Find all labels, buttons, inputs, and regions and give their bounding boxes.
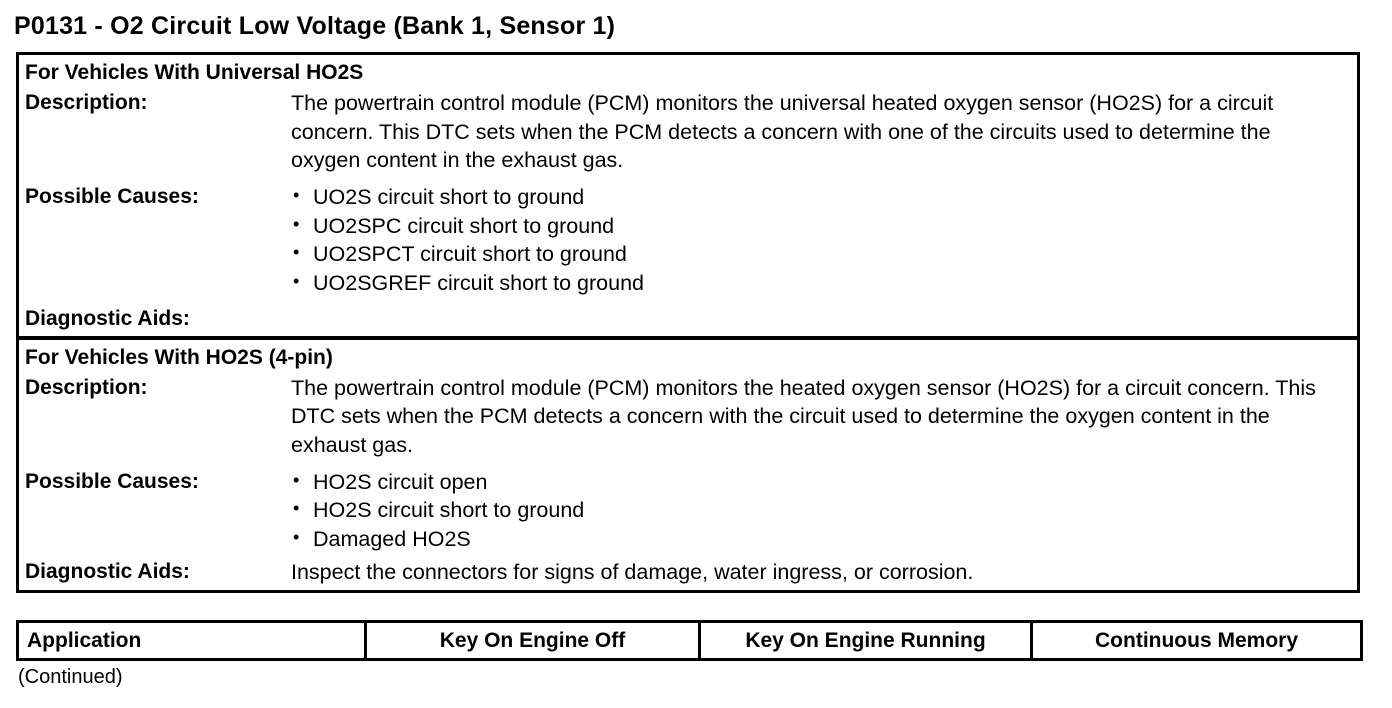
diagnostic-aids-content: Inspect the connectors for signs of dama… xyxy=(291,558,1357,587)
bullet-icon: • xyxy=(293,498,300,519)
diagnostic-aids-label: Diagnostic Aids: xyxy=(25,307,190,331)
possible-causes-row: Possible Causes: • HO2S circuit open • H… xyxy=(19,468,1357,556)
column-header-continuous-memory: Continuous Memory xyxy=(1030,620,1363,661)
diagnostic-aids-row: Diagnostic Aids: Inspect the connectors … xyxy=(19,558,1357,590)
list-item-label: UO2SGREF circuit short to ground xyxy=(313,270,644,295)
list-item: • UO2SGREF circuit short to ground xyxy=(291,269,1343,298)
bullet-icon: • xyxy=(293,184,300,205)
possible-causes-label: Possible Causes: xyxy=(25,184,199,208)
list-item: • HO2S circuit short to ground xyxy=(291,496,1343,525)
possible-causes-content: • UO2S circuit short to ground • UO2SPC … xyxy=(291,183,1357,297)
description-text: The powertrain control module (PCM) moni… xyxy=(291,91,1274,173)
bullet-icon: • xyxy=(293,213,300,234)
bullet-icon: • xyxy=(293,270,300,291)
table-header-row: Application Key On Engine Off Key On Eng… xyxy=(16,620,1363,661)
list-item-label: HO2S circuit short to ground xyxy=(313,498,585,523)
list-item: • UO2S circuit short to ground xyxy=(291,183,1343,212)
bullet-icon: • xyxy=(293,469,300,490)
description-label: Description: xyxy=(25,91,148,115)
list-item-label: UO2SPC circuit short to ground xyxy=(313,213,615,238)
description-content: The powertrain control module (PCM) moni… xyxy=(291,89,1357,175)
section-heading: For Vehicles With HO2S (4-pin) xyxy=(25,345,333,369)
description-row: Description: The powertrain control modu… xyxy=(19,89,1357,177)
list-item: • UO2SPCT circuit short to ground xyxy=(291,240,1343,269)
application-table: Application Key On Engine Off Key On Eng… xyxy=(16,620,1363,661)
possible-causes-list: • HO2S circuit open • HO2S circuit short… xyxy=(291,468,1343,554)
bullet-icon: • xyxy=(293,526,300,547)
list-item-label: UO2S circuit short to ground xyxy=(313,184,585,209)
possible-causes-content: • HO2S circuit open • HO2S circuit short… xyxy=(291,468,1357,554)
description-text: The powertrain control module (PCM) moni… xyxy=(291,375,1316,457)
section-universal-ho2s: For Vehicles With Universal HO2S Descrip… xyxy=(19,55,1357,336)
column-header-application: Application xyxy=(16,620,367,661)
page-title: P0131 - O2 Circuit Low Voltage (Bank 1, … xyxy=(14,12,616,40)
column-header-key-on-engine-running: Key On Engine Running xyxy=(698,620,1033,661)
description-label: Description: xyxy=(25,375,148,399)
possible-causes-list: • UO2S circuit short to ground • UO2SPC … xyxy=(291,183,1343,297)
section-heading: For Vehicles With Universal HO2S xyxy=(25,61,364,84)
list-item-label: HO2S circuit open xyxy=(313,469,488,494)
list-item: • UO2SPC circuit short to ground xyxy=(291,212,1343,241)
description-content: The powertrain control module (PCM) moni… xyxy=(291,374,1357,460)
possible-causes-label: Possible Causes: xyxy=(25,469,199,493)
description-row: Description: The powertrain control modu… xyxy=(19,374,1357,462)
list-item: • HO2S circuit open xyxy=(291,468,1343,497)
list-item-label: UO2SPCT circuit short to ground xyxy=(313,242,627,267)
diagnostic-aids-label: Diagnostic Aids: xyxy=(25,560,190,584)
list-item: • Damaged HO2S xyxy=(291,525,1343,554)
diagnostic-aids-row: Diagnostic Aids: xyxy=(19,305,1357,335)
dtc-info-box: For Vehicles With Universal HO2S Descrip… xyxy=(16,52,1360,593)
section-ho2s-4pin: For Vehicles With HO2S (4-pin) Descripti… xyxy=(19,335,1357,590)
column-header-key-on-engine-off: Key On Engine Off xyxy=(364,620,701,661)
bullet-icon: • xyxy=(293,242,300,263)
list-item-label: Damaged HO2S xyxy=(313,526,471,551)
possible-causes-row: Possible Causes: • UO2S circuit short to… xyxy=(19,183,1357,299)
diagnostic-aids-text: Inspect the connectors for signs of dama… xyxy=(291,560,974,585)
continued-note: (Continued) xyxy=(18,666,123,688)
